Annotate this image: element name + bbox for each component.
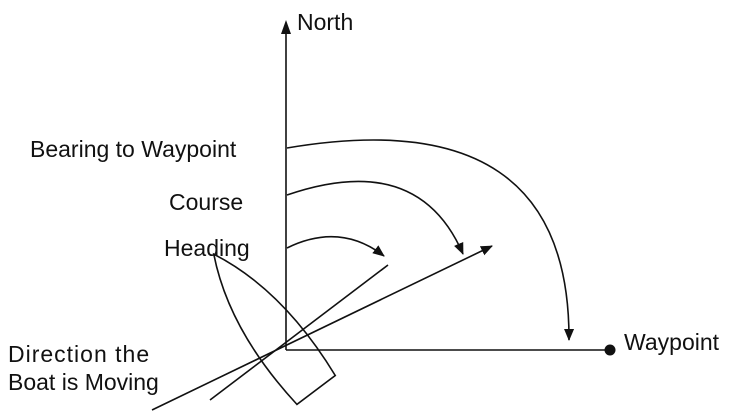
heading-label: Heading bbox=[164, 235, 250, 261]
direction-label-line1: Direction the bbox=[8, 341, 150, 367]
bearing-label: Bearing to Waypoint bbox=[30, 136, 237, 162]
course-line-arrow bbox=[151, 245, 493, 411]
boat-hull bbox=[212, 252, 337, 406]
direction-label-line2: Boat is Moving bbox=[8, 369, 159, 395]
heading-line bbox=[209, 264, 389, 401]
heading-arc-arrow bbox=[286, 235, 385, 257]
course-label: Course bbox=[169, 189, 243, 215]
waypoint-dot bbox=[604, 344, 616, 356]
waypoint-label: Waypoint bbox=[624, 329, 720, 355]
north-label: North bbox=[297, 9, 353, 35]
course-arc-arrow bbox=[286, 180, 464, 255]
north-arrowhead bbox=[281, 20, 291, 34]
bearing-arc-arrow bbox=[286, 139, 575, 341]
